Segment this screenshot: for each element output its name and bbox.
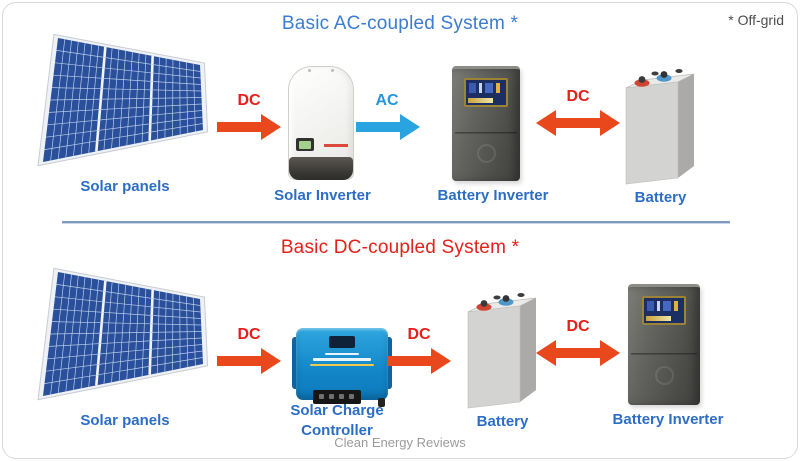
label-line-1: Solar Charge [290,402,384,419]
ac-system-title: Basic AC-coupled System * [281,13,519,34]
label-solar-charge-controller: Solar Charge Controller [262,401,412,441]
solar-panels-icon [37,33,209,167]
battery-inverter-display [642,296,686,325]
cabinet-logo [655,366,674,386]
watermark: Clean Energy Reviews [334,435,466,450]
offgrid-note: * Off-grid [728,12,784,28]
link-ac-inverter-to-battery-inverter: AC [356,92,420,142]
dc-label: DC [407,326,431,343]
solar-inverter-image [288,66,354,180]
link-dc-controller-to-battery: DC [386,326,452,376]
solar-panels-image [30,32,220,172]
label-solar-panels-dc: Solar panels [80,412,170,429]
cabinet-logo [477,144,496,164]
cabinet-seam [454,131,518,134]
dc-arrow-right-icon [387,348,451,374]
label-battery-inverter-ac: Battery Inverter [437,187,549,204]
dc-arrow-right-icon [217,114,281,140]
dc-label: DC [566,318,590,335]
link-dc-battery-to-inverter: DC [536,318,620,368]
label-battery-dc: Battery [476,413,529,430]
dc-arrow-right-icon [217,348,281,374]
dc-label: DC [237,92,261,109]
link-dc-battery-inverter-to-battery: DC [536,88,620,138]
cable-gland [378,398,385,407]
screw-icon [308,69,311,72]
label-solar-panels-ac: Solar panels [80,178,170,195]
battery-inverter-image [628,284,700,405]
solar-panels-icon [37,267,209,401]
label-line [309,364,375,366]
ac-label: AC [375,92,399,109]
section-divider [62,221,730,224]
battery-icon [625,69,695,185]
dc-system-title: Basic DC-coupled System * [280,237,520,258]
solar-inverter-base [289,157,353,180]
label-line-2: Controller [301,422,373,439]
cabinet-seam [630,353,698,356]
battery-icon [467,293,537,409]
ac-arrow-right-icon [356,114,420,140]
charge-controller-display [329,336,355,348]
link-dc-panels-to-controller: DC [216,326,282,376]
label-solar-inverter: Solar Inverter [274,187,371,204]
label-battery-ac: Battery [634,189,687,206]
label-line [324,353,360,355]
battery-image [460,282,545,410]
screw-icon [331,69,334,72]
solar-inverter-display [296,138,314,151]
battery-image [618,58,703,186]
battery-inverter-image [452,66,520,181]
solar-inverter-brand-mark [324,144,348,147]
label-battery-inverter-dc: Battery Inverter [612,411,724,428]
battery-inverter-display [464,78,508,107]
terminal-block [313,390,361,404]
dc-label: DC [566,88,590,105]
charge-controller-body [296,328,388,400]
solar-panels-image [30,266,220,406]
dc-arrow-both-icon [536,340,620,366]
link-dc-panels-to-inverter: DC [216,92,282,142]
dc-arrow-both-icon [536,110,620,136]
dc-label: DC [237,326,261,343]
label-line [313,358,371,361]
solar-charge-controller-image [292,328,392,407]
